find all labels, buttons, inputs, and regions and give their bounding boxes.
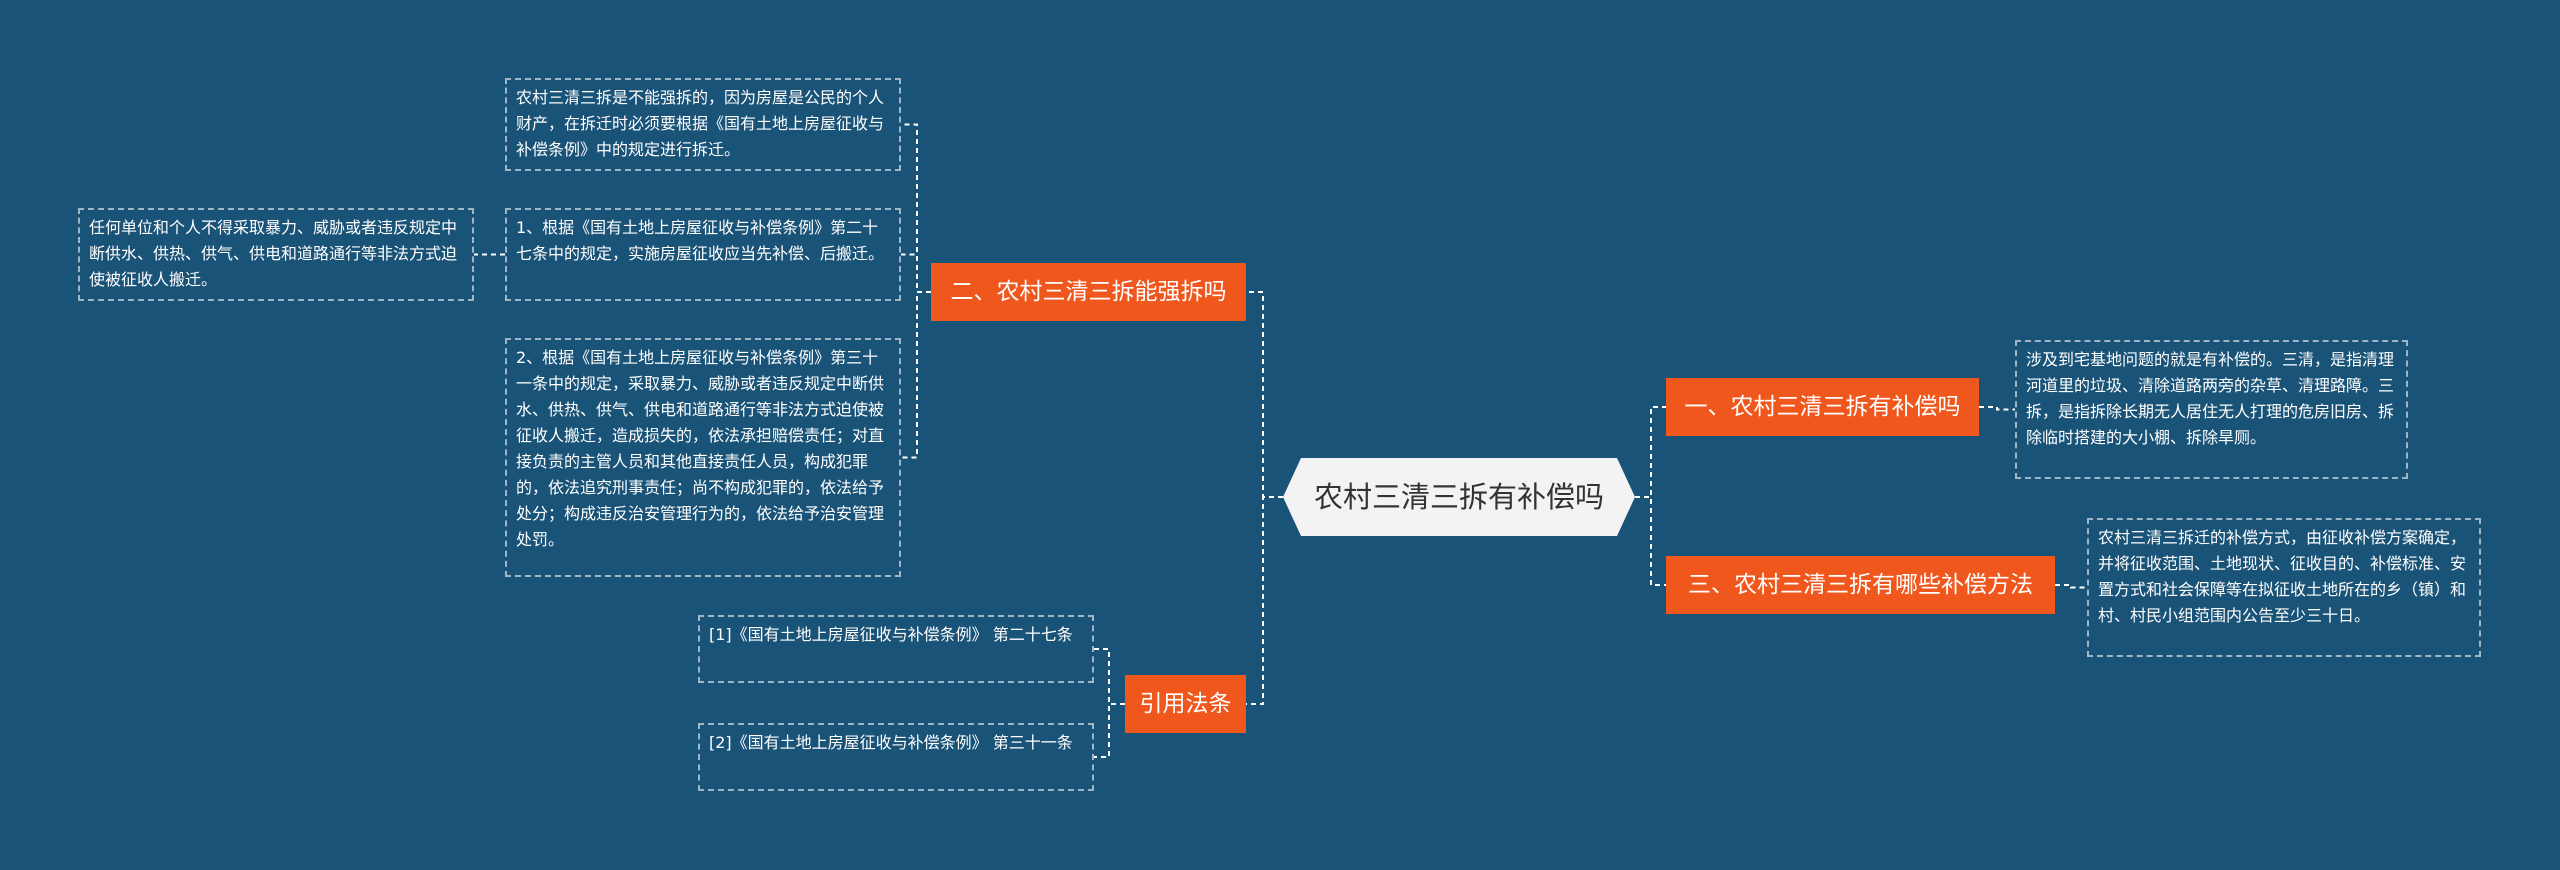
connector-cite-b	[1094, 703, 1125, 758]
topic-cited-laws[interactable]: 引用法条	[1125, 675, 1246, 733]
root-topic[interactable]: 农村三清三拆有补偿吗	[1283, 458, 1635, 536]
leaf-article-31: 2、根据《国有土地上房屋征收与补偿条例》第三十一条中的规定，采取暴力、威胁或者违…	[505, 338, 901, 577]
connector-t2-leaf-b	[901, 253, 931, 293]
connector-root-t2	[1246, 291, 1283, 498]
connector-root-t3	[1635, 496, 1666, 586]
connector-cite-a	[1094, 648, 1125, 705]
connector-root-t4	[1246, 496, 1283, 705]
connector-root-t1	[1635, 406, 1666, 498]
topic-compensation-methods[interactable]: 三、农村三清三拆有哪些补偿方法	[1666, 556, 2055, 614]
topic-has-compensation[interactable]: 一、农村三清三拆有补偿吗	[1666, 378, 1979, 436]
leaf-compensation-method-detail: 农村三清三拆迁的补偿方式，由征收补偿方案确定，并将征收范围、土地现状、征收目的、…	[2087, 518, 2481, 657]
connector-t3-leaf	[2055, 584, 2087, 589]
connector-t1-leaf	[1979, 406, 2015, 411]
topic-forced-demolition[interactable]: 二、农村三清三拆能强拆吗	[931, 263, 1246, 321]
connector-t2-leaf-a	[901, 123, 931, 293]
leaf-no-forced-demolition: 农村三清三拆是不能强拆的，因为房屋是公民的个人财产，在拆迁时必须要根据《国有土地…	[505, 78, 901, 171]
leaf-article-27: 1、根据《国有土地上房屋征收与补偿条例》第二十七条中的规定，实施房屋征收应当先补…	[505, 208, 901, 301]
citation-article-27[interactable]: [1]《国有土地上房屋征收与补偿条例》 第二十七条	[698, 615, 1094, 683]
citation-article-31[interactable]: [2]《国有土地上房屋征收与补偿条例》 第三十一条	[698, 723, 1094, 791]
connector-t2-leaf-c	[901, 291, 931, 459]
leaf-prohibited-methods: 任何单位和个人不得采取暴力、威胁或者违反规定中断供水、供热、供气、供电和道路通行…	[78, 208, 474, 301]
leaf-has-compensation-explanation: 涉及到宅基地问题的就是有补偿的。三清，是指清理河道里的垃圾、清除道路两旁的杂草、…	[2015, 340, 2408, 479]
